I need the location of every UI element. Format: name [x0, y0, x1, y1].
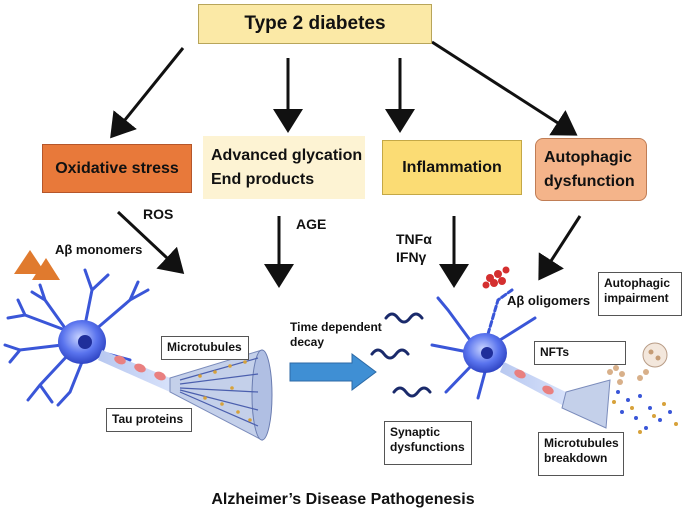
nft-tangles: [607, 365, 649, 385]
oxidative-stress-label: Oxidative stress: [55, 159, 179, 177]
right-nucleus: [481, 347, 493, 359]
vesicle: [642, 342, 668, 368]
oligomer-clusters: [482, 266, 510, 289]
decay-label-line1: Time dependent: [290, 320, 382, 334]
left-neuron: [3, 268, 150, 407]
left-nucleus: [78, 335, 92, 349]
inflammation-label: Inflammation: [402, 158, 502, 176]
breakdown-label-line1: Microtubules: [544, 436, 619, 450]
type2-diabetes-label: Type 2 diabetes: [244, 13, 386, 34]
figure-caption: Alzheimer’s Disease Pathogenesis: [211, 491, 475, 508]
autophagic-dysfunction-box: Autophagic dysfunction: [535, 138, 647, 201]
right-broken-microtubules: [561, 379, 678, 434]
glycation-box: Advanced glycation End products: [203, 136, 365, 199]
tnf-label: TNFα: [396, 231, 432, 247]
abeta-oligomers-label: Aβ oligomers: [507, 293, 591, 308]
left-microtubule-cone: [169, 349, 273, 441]
abeta-monomer-triangles: [14, 250, 60, 280]
nfts-callout: NFTs: [534, 341, 626, 365]
oxidative-stress-box: Oxidative stress: [42, 144, 192, 193]
ros-label: ROS: [143, 206, 174, 222]
arrow-to-autophagic: [431, 40, 578, 136]
type2-diabetes-box: Type 2 diabetes: [198, 4, 432, 44]
left-axon: [98, 350, 175, 392]
synaptic-label-line1: Synaptic: [390, 425, 441, 439]
autophagic-label-line2: dysfunction: [544, 172, 635, 190]
ifn-label: IFNγ: [396, 249, 427, 265]
inflammation-box: Inflammation: [382, 140, 522, 195]
nfts-label: NFTs: [540, 345, 570, 359]
decay-label: Time dependent decay: [290, 320, 382, 350]
lower-arrows: [116, 210, 582, 288]
microtubules-breakdown-callout: Microtubules breakdown: [538, 432, 624, 476]
tau-proteins-callout: Tau proteins: [106, 408, 192, 432]
decay-arrow: [289, 353, 377, 391]
impairment-label-line2: impairment: [604, 291, 669, 305]
autophagic-impairment-callout: Autophagic impairment: [598, 272, 682, 316]
microtubules-label: Microtubules: [167, 340, 242, 354]
glycation-label-line2: End products: [211, 170, 315, 188]
breakdown-label-line2: breakdown: [544, 451, 608, 465]
autophagic-label-line1: Autophagic: [544, 148, 632, 166]
synaptic-label-line2: dysfunctions: [390, 440, 465, 454]
glycation-label-line1: Advanced glycation: [211, 146, 363, 164]
synaptic-dysfunctions-callout: Synaptic dysfunctions: [384, 421, 472, 465]
age-label: AGE: [296, 216, 327, 232]
squiggles: [370, 312, 432, 398]
impairment-label-line1: Autophagic: [604, 276, 670, 290]
decay-label-line2: decay: [290, 335, 325, 349]
top-arrows: [110, 40, 578, 139]
right-neuron: [430, 288, 537, 400]
arrow-ros: [116, 210, 185, 275]
arrow-to-oxidative: [110, 47, 185, 139]
tau-proteins-label: Tau proteins: [112, 412, 184, 426]
right-axon: [500, 362, 570, 406]
arrow-autophagic: [538, 215, 582, 281]
microtubules-callout: Microtubules: [161, 336, 249, 360]
abeta-monomers-label: Aβ monomers: [55, 242, 143, 257]
